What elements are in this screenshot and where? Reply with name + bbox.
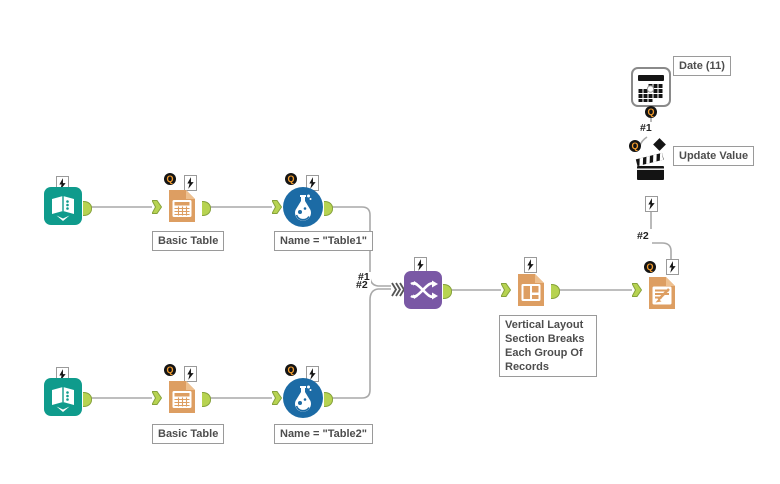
input-anchor[interactable] (501, 283, 511, 297)
connection-label-action-render: #2 (636, 230, 650, 242)
annotation-basic-table-2[interactable]: Basic Table (152, 424, 225, 444)
action-clapperboard-icon (635, 152, 664, 180)
tool-date[interactable] (631, 67, 671, 112)
formula-icon (283, 378, 323, 418)
question-anchor[interactable]: Q (285, 364, 297, 376)
input-anchor[interactable] (152, 391, 162, 405)
wire-formula2-to-union[interactable] (332, 288, 391, 399)
question-anchor[interactable]: Q (644, 261, 656, 273)
lightning-anchor[interactable] (184, 175, 197, 191)
input-anchor[interactable] (272, 391, 282, 405)
connection-label-union-2: #2 (355, 279, 369, 291)
lightning-icon (187, 368, 194, 380)
connection-label-date-action: #1 (639, 122, 653, 134)
input-anchor[interactable] (632, 283, 642, 297)
tool-action[interactable] (632, 148, 669, 190)
annotation-layout[interactable]: Vertical Layout Section Breaks Each Grou… (499, 315, 597, 377)
layout-icon (518, 274, 544, 306)
tool-table-1[interactable] (163, 187, 201, 230)
lightning-anchor[interactable] (524, 257, 537, 273)
input-anchor[interactable] (152, 200, 162, 214)
lightning-icon (648, 198, 655, 210)
question-anchor[interactable]: Q (629, 140, 641, 152)
annotation-basic-table-1[interactable]: Basic Table (152, 231, 225, 251)
lightning-anchor[interactable] (184, 366, 197, 382)
question-anchor[interactable]: Q (285, 173, 297, 185)
wire-action-to-render[interactable] (650, 211, 672, 259)
annotation-formula-2[interactable]: Name = "Table2" (274, 424, 373, 444)
annotation-action[interactable]: Update Value (673, 146, 755, 166)
tool-text-input-1[interactable] (44, 187, 82, 230)
formula-icon (283, 187, 323, 227)
lightning-icon (59, 369, 66, 381)
tool-union[interactable] (404, 271, 442, 314)
tool-formula-1[interactable] (283, 187, 323, 232)
connection-label-union-1: #1 (357, 271, 371, 283)
table-icon (169, 190, 195, 222)
lightning-icon (527, 259, 534, 271)
lightning-icon (187, 177, 194, 189)
multi-connection-marker (391, 282, 404, 297)
question-anchor[interactable]: Q (164, 173, 176, 185)
annotation-date[interactable]: Date (11) (673, 56, 731, 76)
lightning-icon (309, 368, 316, 380)
text-input-icon (44, 187, 82, 225)
input-anchor[interactable] (272, 200, 282, 214)
lightning-icon (417, 259, 424, 271)
tool-layout[interactable] (512, 271, 550, 314)
render-icon (649, 277, 675, 309)
table-icon (169, 381, 195, 413)
tool-render[interactable] (643, 274, 681, 317)
lightning-anchor[interactable] (666, 259, 679, 275)
lightning-anchor[interactable] (414, 257, 427, 273)
annotation-formula-1[interactable]: Name = "Table1" (274, 231, 373, 251)
question-anchor[interactable]: Q (645, 106, 657, 118)
annotation-layout-line2: Section Breaks (505, 333, 585, 345)
text-input-icon (44, 378, 82, 416)
annotation-layout-line1: Vertical Layout (505, 319, 584, 331)
tool-table-2[interactable] (163, 378, 201, 421)
question-anchor[interactable]: Q (164, 364, 176, 376)
annotation-layout-line3: Each Group Of (505, 347, 583, 359)
tool-text-input-2[interactable] (44, 378, 82, 421)
tool-formula-2[interactable] (283, 378, 323, 423)
union-icon (404, 271, 442, 309)
lightning-anchor[interactable] (645, 196, 658, 212)
annotation-layout-line4: Records (505, 361, 550, 373)
date-calendar-icon (631, 67, 671, 107)
lightning-icon (669, 261, 676, 273)
lightning-icon (309, 177, 316, 189)
lightning-icon (59, 178, 66, 190)
